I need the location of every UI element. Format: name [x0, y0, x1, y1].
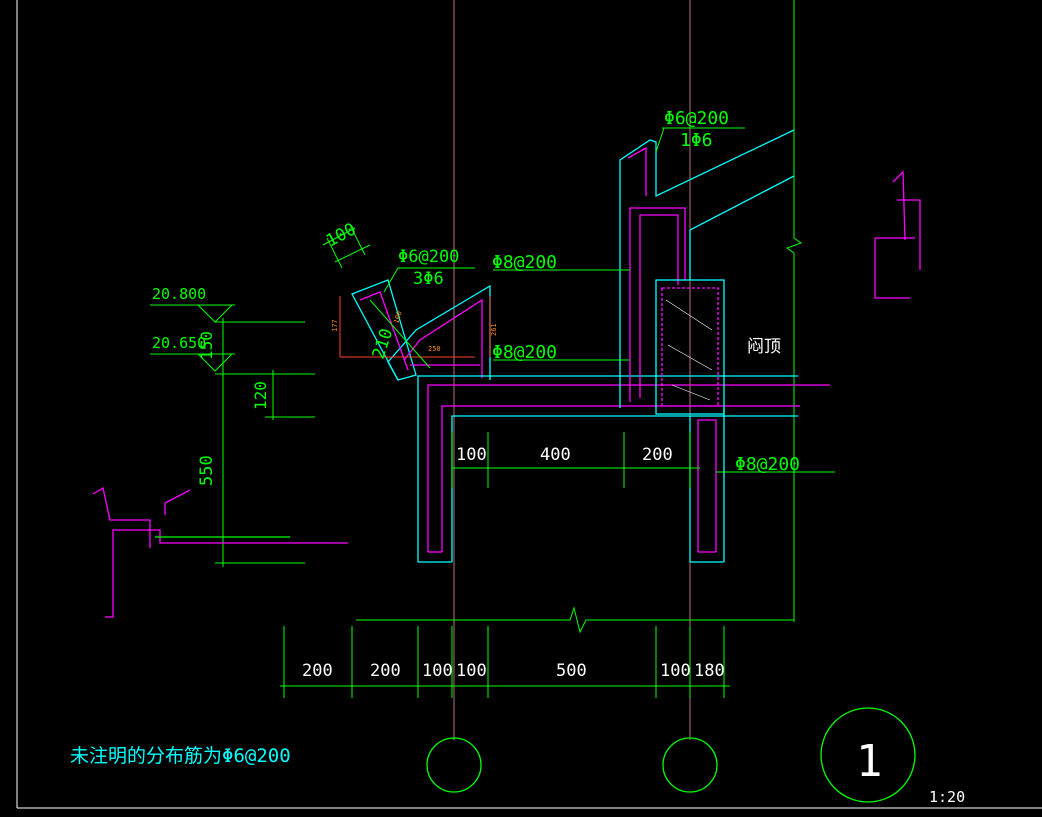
small-dim-261: 261 — [490, 323, 498, 336]
wall-rebar-mid-upper: Φ8@200 — [492, 252, 557, 273]
parapet-small-dims — [339, 296, 491, 358]
dim-550-left: 550 — [197, 455, 217, 486]
detail-scale: 1:20 — [929, 788, 965, 806]
wall-rebar-mid-lower: Φ8@200 — [492, 342, 557, 363]
eave-sketch-left — [92, 486, 348, 618]
parapet-dim-100: 100 — [323, 219, 360, 251]
gutter-dim-100: 100 — [456, 445, 487, 465]
small-dim-177: 177 — [331, 319, 339, 332]
wall-rebar-top-line1: Φ6@200 — [664, 108, 729, 129]
wall-rebar-top-line2: 1Φ6 — [680, 130, 713, 151]
elevation-marks — [150, 304, 315, 567]
bottom-dim-lines — [280, 626, 730, 698]
sloped-parapet — [351, 279, 491, 381]
bottom-dim-3: 100 — [422, 661, 453, 681]
detail-marker-circle — [820, 707, 916, 803]
general-note: 未注明的分布筋为Φ6@200 — [70, 745, 291, 767]
small-dim-250: 250 — [428, 345, 441, 353]
room-label-attic: 闷顶 — [747, 337, 781, 357]
gutter-dim-lines — [451, 432, 700, 488]
bottom-dim-2: 200 — [370, 661, 401, 681]
small-dim-100: 100 — [392, 310, 404, 325]
parapet-rebar-top: Φ6@200 — [398, 247, 459, 267]
parapet-rebar-bottom: 3Φ6 — [413, 269, 444, 289]
dim-120-left: 120 — [251, 381, 270, 410]
concrete-block — [655, 279, 725, 415]
wall-outline — [356, 0, 803, 634]
gutter-dim-400: 400 — [540, 445, 571, 465]
bottom-dim-7: 180 — [694, 661, 725, 681]
eave-sketch-right — [874, 170, 921, 299]
axis-lines — [453, 0, 691, 740]
bottom-dim-4: 100 — [456, 661, 487, 681]
axis-bubbles — [426, 737, 718, 793]
bottom-dim-5: 500 — [556, 661, 587, 681]
drawing-frame — [16, 0, 1042, 809]
elevation-mid-label: 20.650 — [152, 334, 206, 352]
dim-150-left: 150 — [197, 331, 216, 360]
detail-number: 1 — [856, 736, 883, 787]
gutter-dim-200: 200 — [642, 445, 673, 465]
bottom-dim-1: 200 — [302, 661, 333, 681]
bottom-dim-6: 100 — [660, 661, 691, 681]
roof-wall — [619, 129, 795, 408]
wall-rebar-right: Φ8@200 — [735, 454, 800, 475]
elevation-top-label: 20.800 — [152, 285, 206, 303]
